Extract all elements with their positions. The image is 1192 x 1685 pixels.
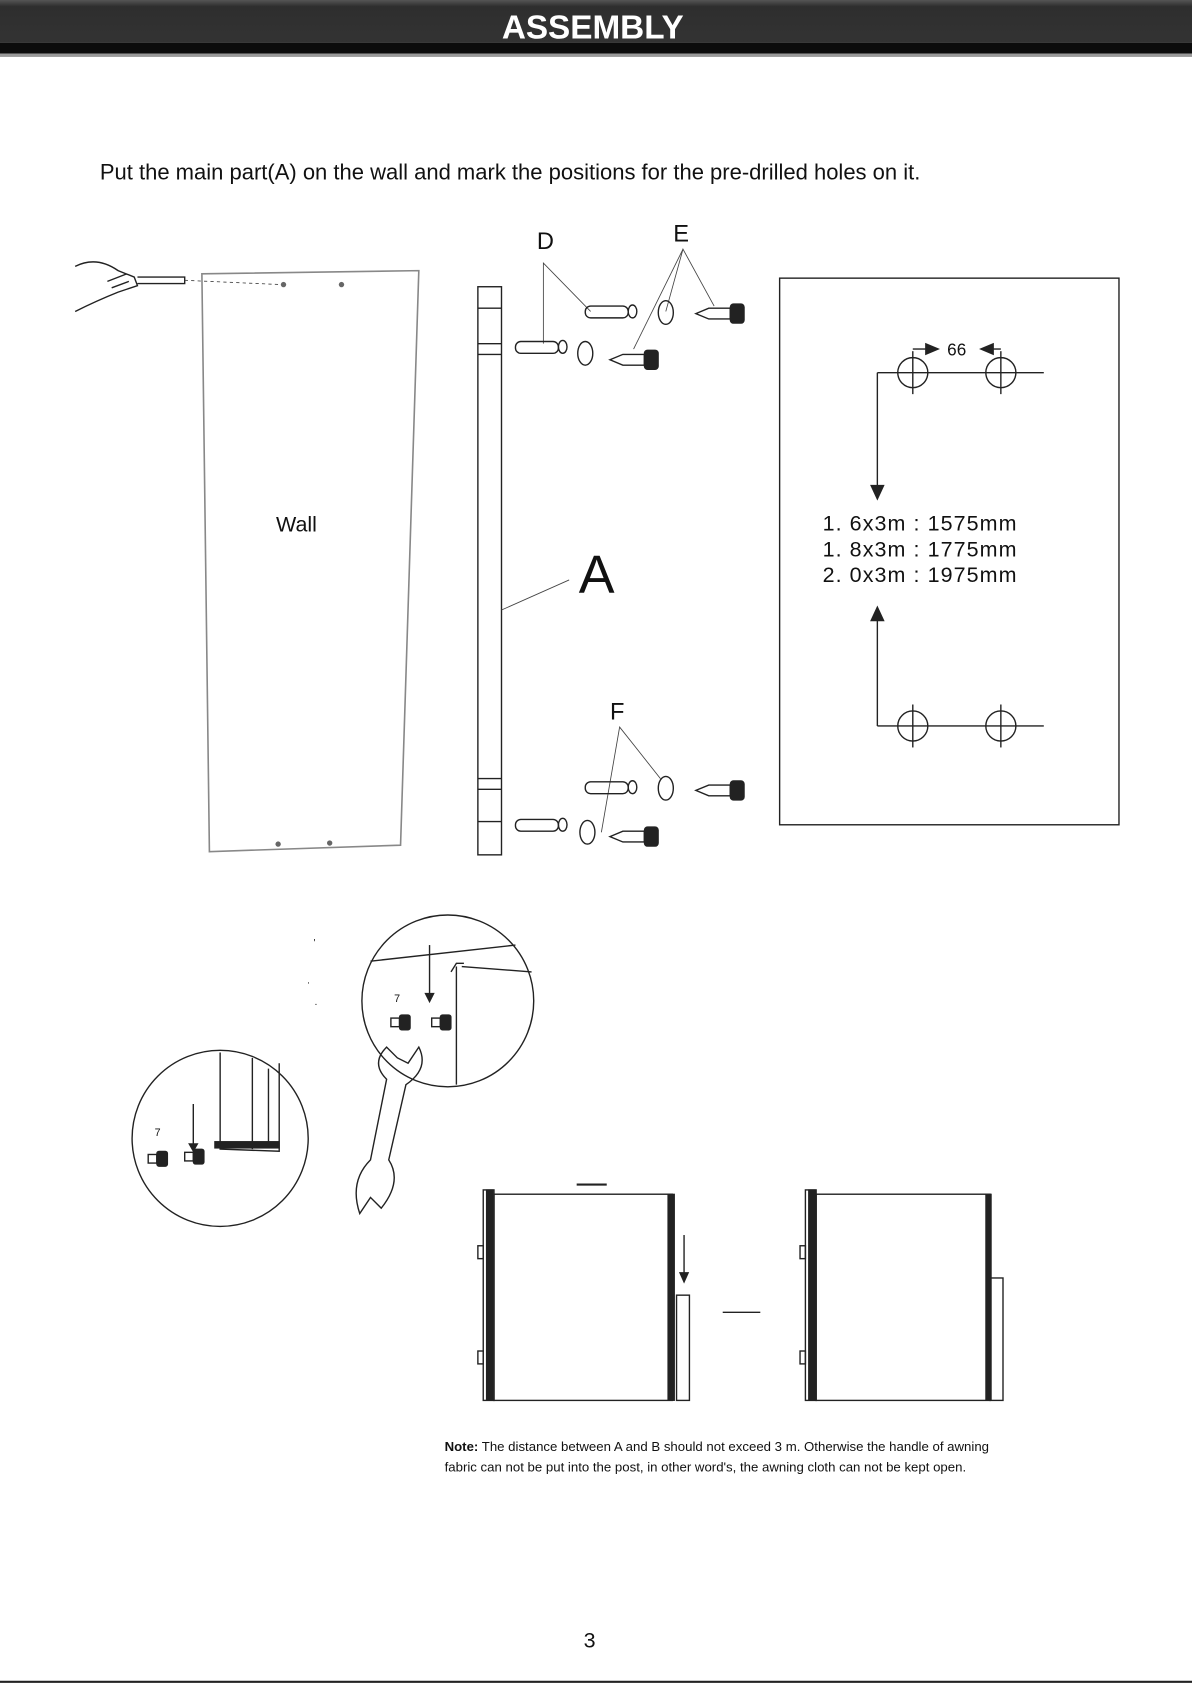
dimension-line-1: 1. 6x3m : 1575mm xyxy=(823,512,1018,536)
wall-panel: Wall xyxy=(201,269,420,853)
svg-text:.: . xyxy=(315,997,318,1008)
note-label: Note: xyxy=(444,1439,479,1455)
spacing-label: 66 xyxy=(947,339,966,359)
header-title: ASSEMBLY xyxy=(502,10,684,47)
drill-illustration xyxy=(74,261,282,313)
part-f-label: F xyxy=(610,700,624,726)
wrench-size-label-top: 7 xyxy=(394,993,400,1005)
detail-circle-bottom: 7 xyxy=(131,1049,309,1228)
wall-label: Wall xyxy=(276,513,317,537)
dimension-line-3: 2. 0x3m : 1975mm xyxy=(823,563,1018,587)
part-d-label: D xyxy=(537,229,554,255)
hardware-bottom: F xyxy=(514,700,745,847)
dimension-line-2: 1. 8x3m : 1775mm xyxy=(823,537,1018,561)
instruction-text: Put the main part(A) on the wall and mar… xyxy=(100,159,921,184)
page-number: 3 xyxy=(584,1628,596,1652)
detail-circle-top: 7 '.. xyxy=(307,914,535,1088)
wrench-size-label-bottom: 7 xyxy=(155,1127,161,1139)
note-block: Note: The distance between A and B shoul… xyxy=(444,1439,990,1475)
hardware-top: D E xyxy=(514,222,745,370)
main-part-a: A xyxy=(477,286,615,856)
svg-text:': ' xyxy=(314,938,316,949)
part-e-label: E xyxy=(673,222,689,248)
header-bar: ASSEMBLY xyxy=(0,0,1192,57)
awning-after xyxy=(799,1189,1004,1402)
hole-spacing-diagram: 66 1. 6x3m : 1575mm 1. 8x3m : 1775mm 2. … xyxy=(778,277,1120,826)
awning-before xyxy=(477,1183,691,1402)
note-text: The distance between A and B should not … xyxy=(444,1439,990,1475)
wrench-icon xyxy=(355,1045,423,1216)
part-a-label: A xyxy=(579,545,615,605)
svg-text:.: . xyxy=(307,976,310,987)
